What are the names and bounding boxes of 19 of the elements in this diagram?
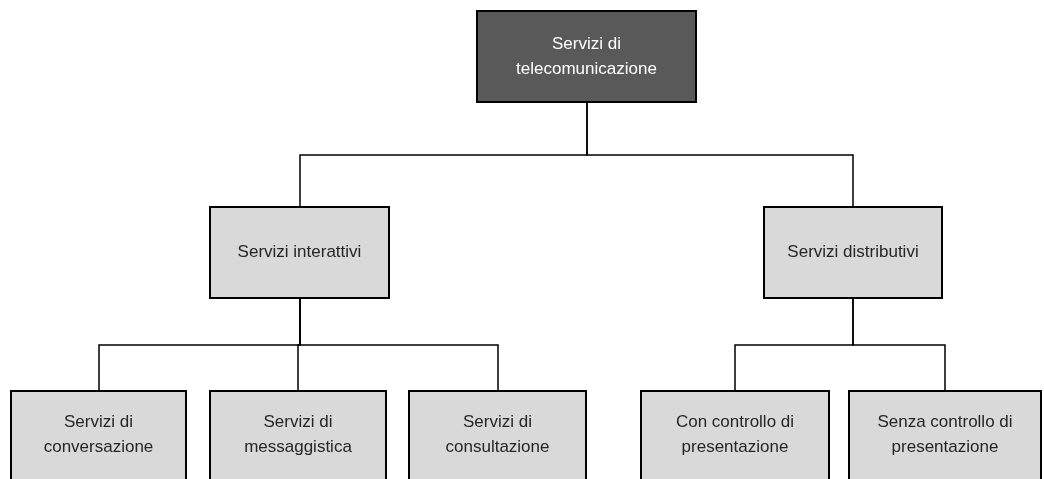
box-label: Servizi di consultazione	[444, 411, 551, 458]
category-box	[10, 390, 187, 479]
category-box	[209, 390, 387, 479]
box-label: Servizi di telecomunicazione	[515, 32, 658, 80]
box-label: Servizi distributivi	[786, 241, 920, 264]
connector-line	[852, 298, 946, 391]
box-label: Servizi di messaggistica	[243, 411, 353, 458]
connector-line	[586, 102, 854, 207]
box-label: Servizi di conversazione	[42, 411, 155, 458]
category-box	[848, 390, 1042, 479]
category-box	[209, 206, 390, 299]
category-box	[763, 206, 943, 299]
box-label: Con controllo di presentazione	[674, 411, 796, 458]
root-box	[476, 10, 697, 103]
category-box	[640, 390, 830, 479]
box-label: Senza controllo di presentazione	[876, 411, 1014, 458]
box-label: Servizi interattivi	[236, 241, 363, 264]
connector-line	[299, 298, 499, 391]
category-box	[408, 390, 587, 479]
